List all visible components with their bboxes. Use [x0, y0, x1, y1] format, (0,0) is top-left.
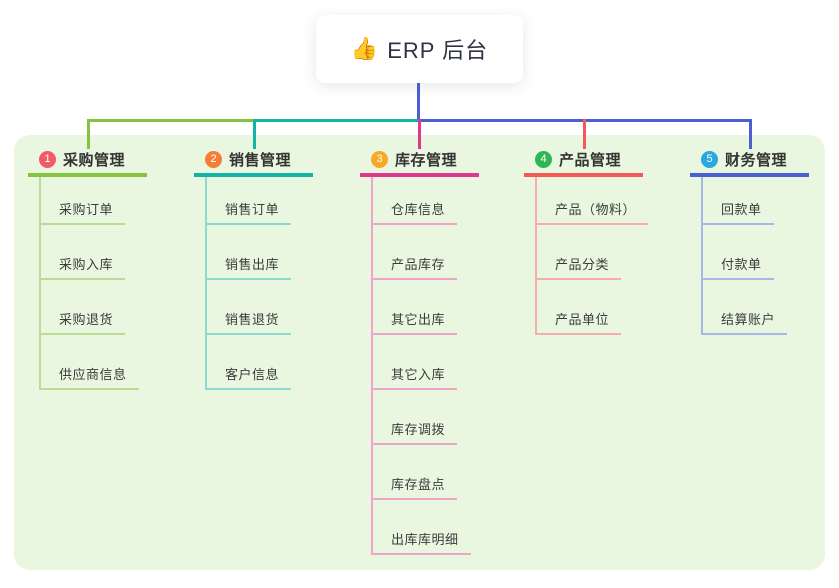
branch-title-inventory[interactable]: 3 库存管理 — [360, 148, 479, 177]
child-node[interactable]: 其它入库 — [373, 335, 458, 390]
horizontal-connector-purchase — [87, 119, 255, 122]
drop-connector-product — [583, 119, 586, 149]
branch-badge-2: 2 — [205, 150, 222, 168]
branch-label: 产品管理 — [559, 151, 622, 169]
branch-children-sales: 销售订单 销售出库 销售退货 客户信息 — [205, 177, 292, 390]
child-node[interactable]: 客户信息 — [207, 335, 292, 390]
child-node[interactable]: 产品（物料） — [537, 177, 649, 225]
root-trunk-connector — [417, 83, 420, 121]
branch-finance: 5 财务管理 回款单 付款单 结算账户 — [690, 148, 809, 335]
child-node[interactable]: 仓库信息 — [373, 177, 458, 225]
child-node[interactable]: 其它出库 — [373, 280, 458, 335]
root-node-label: ERP 后台 — [387, 38, 489, 63]
child-node[interactable]: 销售退货 — [207, 280, 292, 335]
branch-badge-1: 1 — [39, 150, 56, 168]
child-node[interactable]: 库存盘点 — [373, 445, 458, 500]
child-node[interactable]: 结算账户 — [703, 280, 788, 335]
branch-children-inventory: 仓库信息 产品库存 其它出库 其它入库 库存调拨 库存盘点 出库库明细 — [371, 177, 471, 555]
branch-label: 库存管理 — [395, 151, 458, 169]
horizontal-connector-sales — [253, 119, 419, 122]
branch-children-purchase: 采购订单 采购入库 采购退货 供应商信息 — [39, 177, 139, 390]
child-node[interactable]: 采购退货 — [41, 280, 126, 335]
branch-label: 销售管理 — [229, 151, 292, 169]
drop-connector-sales — [253, 119, 256, 149]
branch-label: 财务管理 — [725, 151, 788, 169]
child-node[interactable]: 销售出库 — [207, 225, 292, 280]
branch-children-product: 产品（物料） 产品分类 产品单位 — [535, 177, 649, 335]
drop-connector-purchase — [87, 119, 90, 149]
branches-panel — [14, 135, 825, 570]
branch-inventory: 3 库存管理 仓库信息 产品库存 其它出库 其它入库 库存调拨 库存盘点 出库库… — [360, 148, 479, 555]
drop-connector-inventory — [418, 119, 421, 149]
branch-title-sales[interactable]: 2 销售管理 — [194, 148, 313, 177]
branch-product: 4 产品管理 产品（物料） 产品分类 产品单位 — [524, 148, 649, 335]
child-node[interactable]: 产品分类 — [537, 225, 622, 280]
branch-badge-3: 3 — [371, 150, 388, 168]
branch-badge-5: 5 — [701, 150, 718, 168]
branch-title-finance[interactable]: 5 财务管理 — [690, 148, 809, 177]
child-node[interactable]: 库存调拨 — [373, 390, 458, 445]
branch-title-purchase[interactable]: 1 采购管理 — [28, 148, 147, 177]
branch-children-finance: 回款单 付款单 结算账户 — [701, 177, 788, 335]
branch-label: 采购管理 — [63, 151, 126, 169]
child-node[interactable]: 采购订单 — [41, 177, 126, 225]
child-node[interactable]: 出库库明细 — [373, 500, 471, 555]
branch-title-product[interactable]: 4 产品管理 — [524, 148, 643, 177]
child-node[interactable]: 销售订单 — [207, 177, 292, 225]
branch-badge-4: 4 — [535, 150, 552, 168]
branch-purchase: 1 采购管理 采购订单 采购入库 采购退货 供应商信息 — [28, 148, 147, 390]
child-node[interactable]: 产品单位 — [537, 280, 622, 335]
child-node[interactable]: 产品库存 — [373, 225, 458, 280]
child-node[interactable]: 采购入库 — [41, 225, 126, 280]
branch-sales: 2 销售管理 销售订单 销售出库 销售退货 客户信息 — [194, 148, 313, 390]
child-node[interactable]: 回款单 — [703, 177, 774, 225]
root-node[interactable]: 👍 ERP 后台 — [316, 15, 523, 83]
thumbs-up-icon: 👍 — [350, 36, 379, 61]
child-node[interactable]: 供应商信息 — [41, 335, 139, 390]
drop-connector-finance — [749, 119, 752, 149]
child-node[interactable]: 付款单 — [703, 225, 774, 280]
